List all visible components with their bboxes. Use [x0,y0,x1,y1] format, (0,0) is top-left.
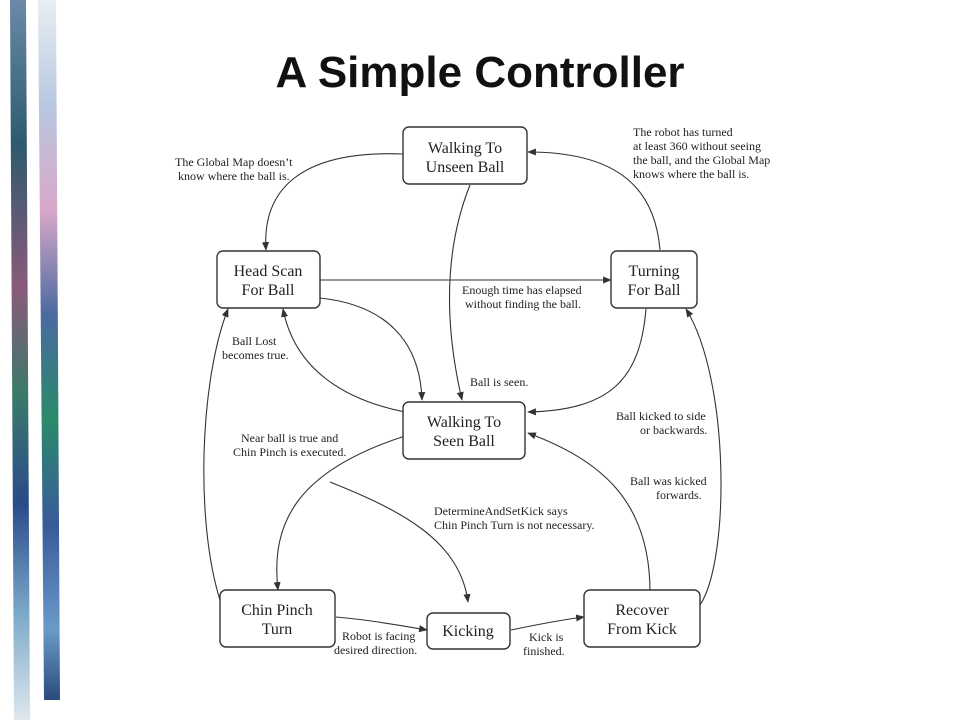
note-turned-360: The robot has turned at least 360 withou… [633,125,773,181]
edge-recover-to-turning [685,308,722,606]
edge-seen-to-kicking [329,481,471,603]
note-ball-lost: Ball Lost becomes true. [222,334,289,362]
note-global-map-unknown: The Global Map doesn’t know where the ba… [175,155,295,183]
state-label-line-1: Head Scan [234,263,303,280]
state-label-line-1: Walking To [428,140,502,157]
state-label-line-1: Walking To [427,414,501,431]
state-label-line-1: Chin Pinch [241,602,313,619]
state-walking-to-unseen-ball: Walking To Unseen Ball [402,126,528,185]
note-kicked-forward: Ball was kicked forwards. [630,474,710,502]
transition-labels: The Global Map doesn’t know where the ba… [175,125,773,658]
edge-headscan-to-seen [319,297,426,401]
state-label-line-1: Recover [615,602,669,619]
state-chin-pinch-turn: Chin Pinch Turn [219,589,336,648]
state-label-line-1: Turning [629,263,680,280]
note-kick-finished: Kick is finished. [523,630,566,658]
edge-turning-to-seen [527,308,647,416]
note-determine-kick: DetermineAndSetKick says Chin Pinch Turn… [434,504,595,532]
slide-title: A Simple Controller [275,48,685,97]
note-robot-facing: Robot is facing desired direction. [334,629,418,657]
decor-strip-right [38,0,60,700]
transition-edges [203,148,722,633]
state-label-line-1: Kicking [442,623,494,640]
state-label-line-2: Turn [262,621,293,638]
decorative-border [10,0,60,720]
edge-unseen-to-headscan [261,153,404,251]
edge-kicking-to-recover [510,614,585,631]
decor-strip-left [10,0,30,720]
state-label-line-2: From Kick [607,621,677,638]
state-label-line-2: For Ball [242,282,295,299]
edge-unseen-to-seen [449,184,471,401]
edge-turning-to-unseen [527,148,661,251]
edge-seen-to-chinpinch [273,435,406,591]
edge-recover-to-seen [527,432,651,593]
edge-seen-to-headscan [281,308,406,413]
note-near-ball: Near ball is true and Chin Pinch is exec… [233,431,346,459]
state-walking-to-seen-ball: Walking To Seen Ball [402,401,526,460]
state-label-line-2: Unseen Ball [426,159,505,176]
state-label-line-2: For Ball [628,282,681,299]
note-time-elapsed: Enough time has elapsed without finding … [462,283,585,311]
state-label-line-2: Seen Ball [433,433,495,450]
edge-chinpinch-to-kicking [335,616,428,633]
note-kicked-side: Ball kicked to side or backwards. [616,409,709,437]
state-turning-for-ball: Turning For Ball [610,250,698,309]
note-ball-seen: Ball is seen. [470,375,528,389]
state-recover-from-kick: Recover From Kick [583,589,701,648]
state-kicking: Kicking [426,612,511,650]
state-head-scan-for-ball: Head Scan For Ball [216,250,321,309]
edge-chinpinch-to-headscan [203,308,229,601]
